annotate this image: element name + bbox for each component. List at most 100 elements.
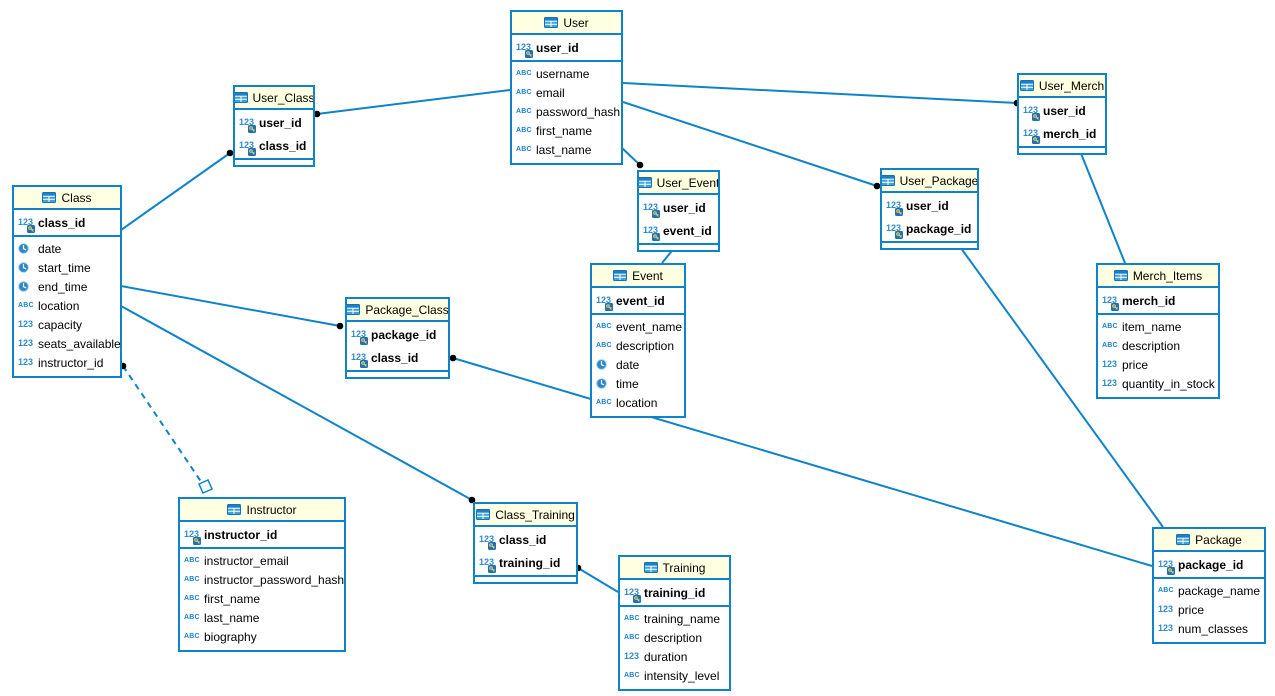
relation-line-package_class-package[interactable] — [452, 357, 1153, 567]
relation-line-user_class-user[interactable] — [316, 89, 511, 115]
relation-line-user_class-class[interactable] — [120, 152, 231, 231]
relation-line-user_merch-merch_items[interactable] — [1077, 145, 1126, 264]
entity-header[interactable]: Class_Training — [475, 504, 576, 527]
entity-title: Merch_Items — [1132, 268, 1203, 283]
cardinality-dot — [873, 182, 881, 190]
column-row[interactable]: date — [592, 355, 684, 374]
entity-header[interactable]: Package — [1154, 529, 1264, 552]
relation-line-package_class-class[interactable] — [120, 285, 341, 327]
relation-line-class_training-class[interactable] — [120, 305, 473, 501]
entity-header[interactable]: User_Class — [235, 87, 313, 110]
entity-header[interactable]: Class — [14, 187, 120, 210]
column-name: package_name — [1178, 583, 1261, 598]
entity-header[interactable]: Training — [620, 557, 729, 580]
table-icon — [882, 175, 895, 186]
table-icon — [1113, 270, 1128, 281]
entity-header[interactable]: User_Event — [639, 172, 718, 195]
entity-title: Training — [662, 560, 706, 575]
column-row[interactable]: start_time — [14, 258, 120, 277]
relation-line-user_merch-user[interactable] — [622, 82, 1018, 104]
number-type-icon: 123 — [1158, 604, 1174, 614]
relation-line-user_package-user[interactable] — [622, 101, 878, 187]
cardinality-dot — [636, 161, 644, 169]
entity-header[interactable]: Instructor — [180, 499, 344, 522]
column-row[interactable]: time — [592, 374, 684, 393]
entity-header[interactable]: Event — [592, 265, 684, 288]
relation-line-class-instructor[interactable] — [122, 365, 205, 487]
column-name: price — [1122, 357, 1149, 372]
entity-header[interactable]: User_Merch — [1019, 75, 1105, 98]
entity-header[interactable]: User — [512, 12, 621, 35]
entity-header[interactable]: Merch_Items — [1098, 265, 1218, 288]
entity-header[interactable]: Package_Class — [347, 299, 448, 322]
entity-header[interactable]: User_Package — [882, 170, 977, 193]
column-row[interactable]: date — [14, 239, 120, 258]
relation-line-class_training-training[interactable] — [577, 567, 619, 593]
relation-line-user_event-user[interactable] — [621, 147, 641, 166]
relation-line-user_package-package[interactable] — [957, 243, 1164, 528]
column-row[interactable]: end_time — [14, 277, 120, 296]
